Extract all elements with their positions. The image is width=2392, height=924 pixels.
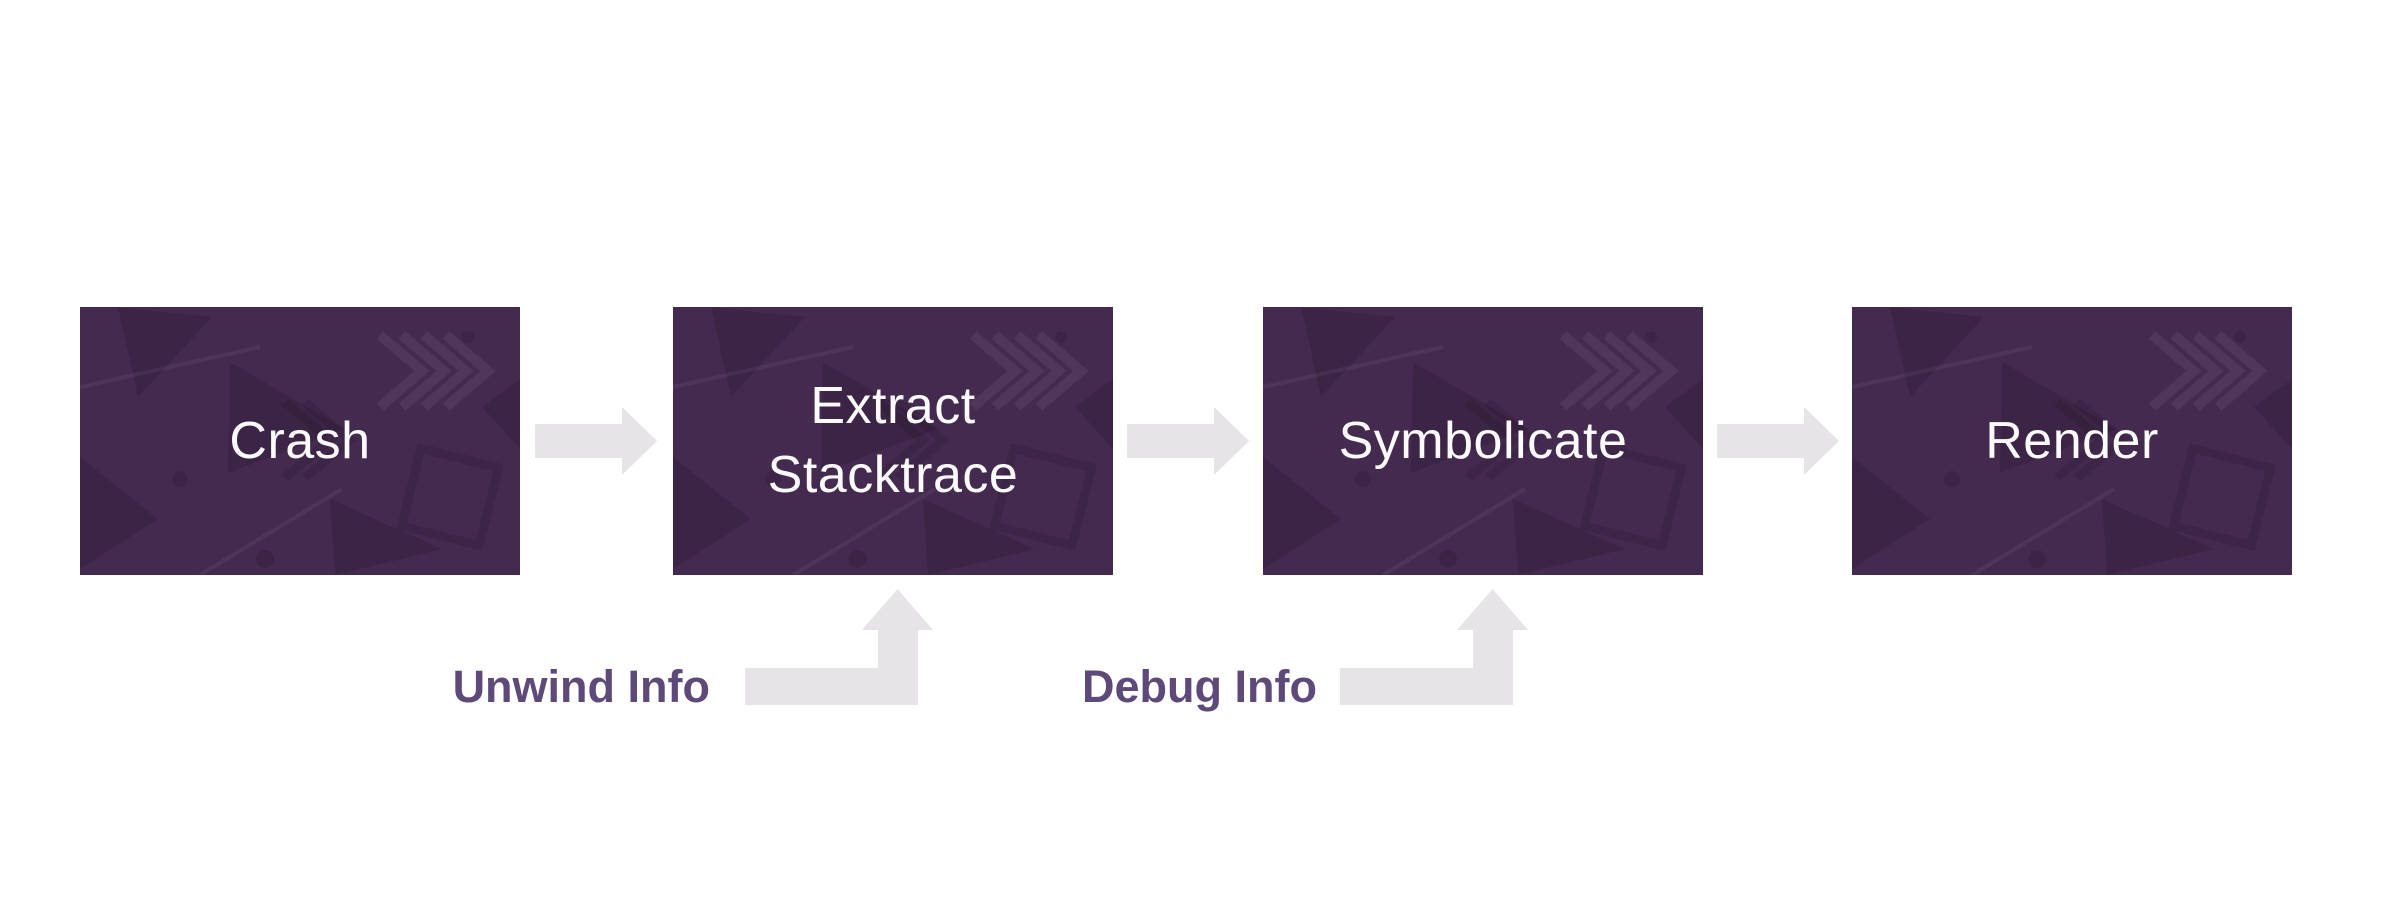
right-arrow-icon [535,407,657,475]
elbow-up-arrow-icon [1340,589,1528,705]
input-label-unwind-info: Unwind Info [452,661,710,712]
input-label-debug-info: Debug Info [1082,661,1317,712]
elbow-up-arrow-icon [745,589,933,705]
right-arrow-icon [1127,407,1249,475]
node-label: Extract Stacktrace [767,377,1019,504]
node-crash: Crash [80,307,520,575]
right-arrow-icon [1717,407,1839,475]
node-extract-stacktrace: Extract Stacktrace [673,307,1113,575]
node-label: Symbolicate [1338,411,1628,470]
node-render: Render [1852,307,2292,575]
node-label: Render [1985,411,2159,470]
node-label: Crash [229,411,371,470]
node-symbolicate: Symbolicate [1263,307,1703,575]
